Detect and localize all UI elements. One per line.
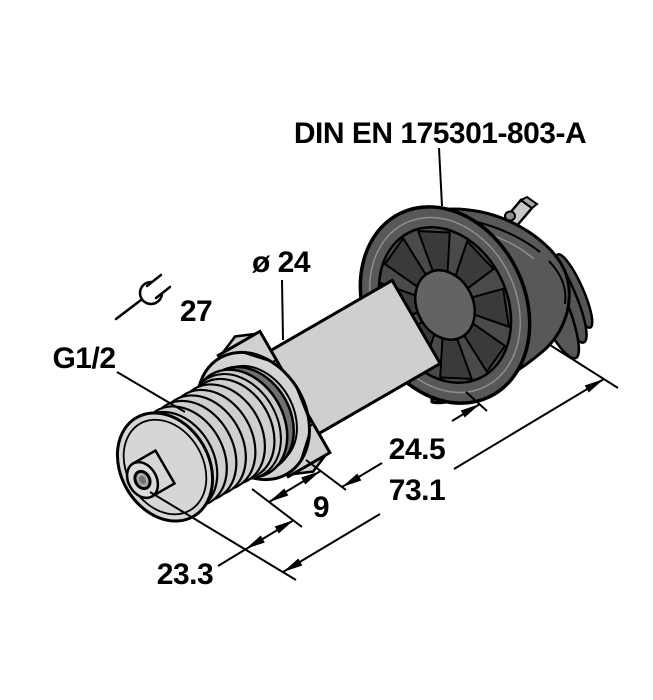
dim-thread-length: 23.3 (157, 558, 213, 591)
arrowhead (283, 558, 303, 572)
wrench-icon (114, 273, 174, 321)
sensor-body (115, 278, 443, 523)
process-port (115, 411, 215, 523)
extension-line-connector-end (549, 344, 619, 389)
leader-thread (116, 371, 186, 413)
label-wrench-size: 27 (180, 295, 212, 328)
dimension-thread-length-line (217, 519, 295, 567)
leader-diameter (281, 279, 284, 341)
dimension-body-length-line (341, 403, 481, 488)
arrowhead (269, 488, 289, 502)
label-diameter: ø 24 (252, 246, 311, 279)
cage-hub (414, 269, 476, 341)
extension-line-connector-front (465, 391, 488, 412)
extension-line-hex-end (305, 459, 347, 491)
arrowhead (274, 520, 294, 534)
arrowhead (584, 379, 604, 393)
arrowhead (245, 535, 265, 549)
dim-hex-length: 9 (313, 491, 329, 524)
port-bore-center (139, 475, 146, 485)
arrowhead (301, 471, 321, 485)
extension-line-thread-end (251, 488, 303, 528)
dim-body-length: 24.5 (389, 433, 445, 466)
dim-overall-length: 73.1 (389, 474, 445, 507)
arrowhead (460, 404, 480, 418)
dimension-overall-length-line (282, 378, 605, 573)
label-thread: G1/2 (52, 342, 115, 375)
label-connector-standard: DIN EN 175301-803-A (294, 117, 586, 150)
arrowhead (342, 473, 362, 487)
housing-facet-line (548, 260, 567, 305)
extension-line-tip (149, 491, 297, 581)
dimension-hex-length-line (268, 470, 322, 503)
leader-connector-standard (438, 147, 443, 207)
